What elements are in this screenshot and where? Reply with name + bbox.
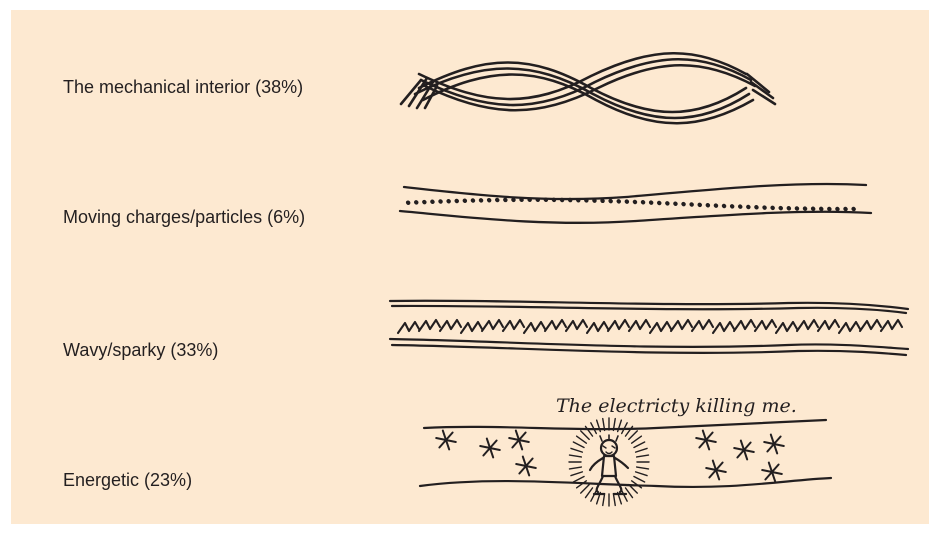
spark-zigzag (417, 318, 442, 333)
energy-stroke (612, 492, 616, 507)
figure-panel: The mechanical interior (38%) Moving cha… (11, 10, 929, 524)
energy-stroke (580, 483, 590, 494)
spark-zigzag (858, 318, 883, 333)
spark-zigzag (753, 318, 778, 333)
drawing-wavy-sparky (388, 299, 910, 357)
energy-stroke (630, 435, 643, 444)
spark-zigzag (606, 318, 631, 333)
spark-zigzag (585, 320, 610, 335)
energetic-bottom-line (418, 476, 833, 489)
drawing-energetic (418, 417, 833, 507)
energy-stroke (584, 487, 594, 499)
star-icon (479, 437, 501, 459)
star-icon (763, 433, 785, 455)
spark-zigzag (438, 318, 463, 333)
energy-stroke (621, 422, 628, 435)
label-moving-charges: Moving charges/particles (6%) (63, 207, 306, 227)
energy-stroke (628, 430, 638, 441)
drawing-twisted-strands (399, 51, 777, 125)
energy-stroke (635, 466, 650, 470)
energy-stroke (570, 471, 584, 477)
energy-stroke (584, 425, 594, 437)
energy-stroke (616, 419, 623, 433)
star-icon (733, 439, 755, 461)
spark-zigzag (396, 320, 421, 335)
energetic-caption: The electricty killing me. (556, 395, 797, 417)
energy-stroke (602, 417, 606, 432)
spark-zigzag (669, 318, 694, 333)
energy-stroke (595, 419, 602, 433)
stick-figure (588, 434, 630, 496)
energy-stroke (572, 441, 585, 449)
spark-zigzag (627, 318, 652, 333)
drawing-moving-charges (398, 182, 873, 224)
label-mechanical-interior: The mechanical interior (38%) (63, 77, 304, 97)
energy-stroke (602, 492, 606, 507)
spark-zigzag (837, 320, 862, 335)
energy-stroke (633, 475, 646, 483)
energy-stroke (575, 435, 588, 444)
energy-stroke (633, 441, 646, 449)
energy-stroke (628, 483, 638, 494)
energy-stroke (580, 430, 590, 441)
spark-zigzag (648, 320, 673, 335)
spark-zigzag (711, 320, 736, 335)
spark-zigzag (816, 318, 841, 333)
energy-stroke (612, 417, 616, 432)
star-icon (435, 429, 457, 451)
spark-zigzag (795, 318, 820, 333)
energy-stroke (590, 422, 597, 435)
spark-zigzag (543, 318, 568, 333)
star-icon (705, 459, 727, 481)
energy-stroke (572, 475, 585, 483)
energetic-top-line (422, 418, 828, 431)
energy-stroke (635, 454, 650, 458)
spark-zigzag (690, 318, 715, 333)
spark-zigzag (501, 318, 526, 333)
label-wavy-sparky: Wavy/sparky (33%) (63, 340, 219, 360)
energy-stroke (575, 480, 588, 489)
energy-stroke (634, 447, 648, 453)
energy-stroke (624, 425, 634, 437)
energy-stroke (621, 489, 628, 502)
star-icon (695, 429, 717, 451)
star-icon (761, 461, 783, 483)
star-icon (515, 455, 537, 477)
energy-stroke (568, 454, 583, 458)
spark-zigzag (522, 320, 547, 335)
energy-stroke (634, 471, 648, 477)
spark-zigzag (459, 320, 484, 335)
spark-zigzag (480, 318, 505, 333)
energy-stroke (590, 489, 597, 502)
energy-stroke (624, 487, 634, 499)
spark-zigzag (879, 318, 904, 333)
spark-zigzag (774, 320, 799, 335)
label-energetic: Energetic (23%) (63, 470, 193, 490)
energy-stroke (570, 447, 584, 453)
spark-zigzag (732, 318, 757, 333)
energy-stroke (568, 466, 583, 470)
star-icon (508, 429, 530, 451)
energy-stroke (630, 480, 643, 489)
spark-zigzag (564, 318, 589, 333)
